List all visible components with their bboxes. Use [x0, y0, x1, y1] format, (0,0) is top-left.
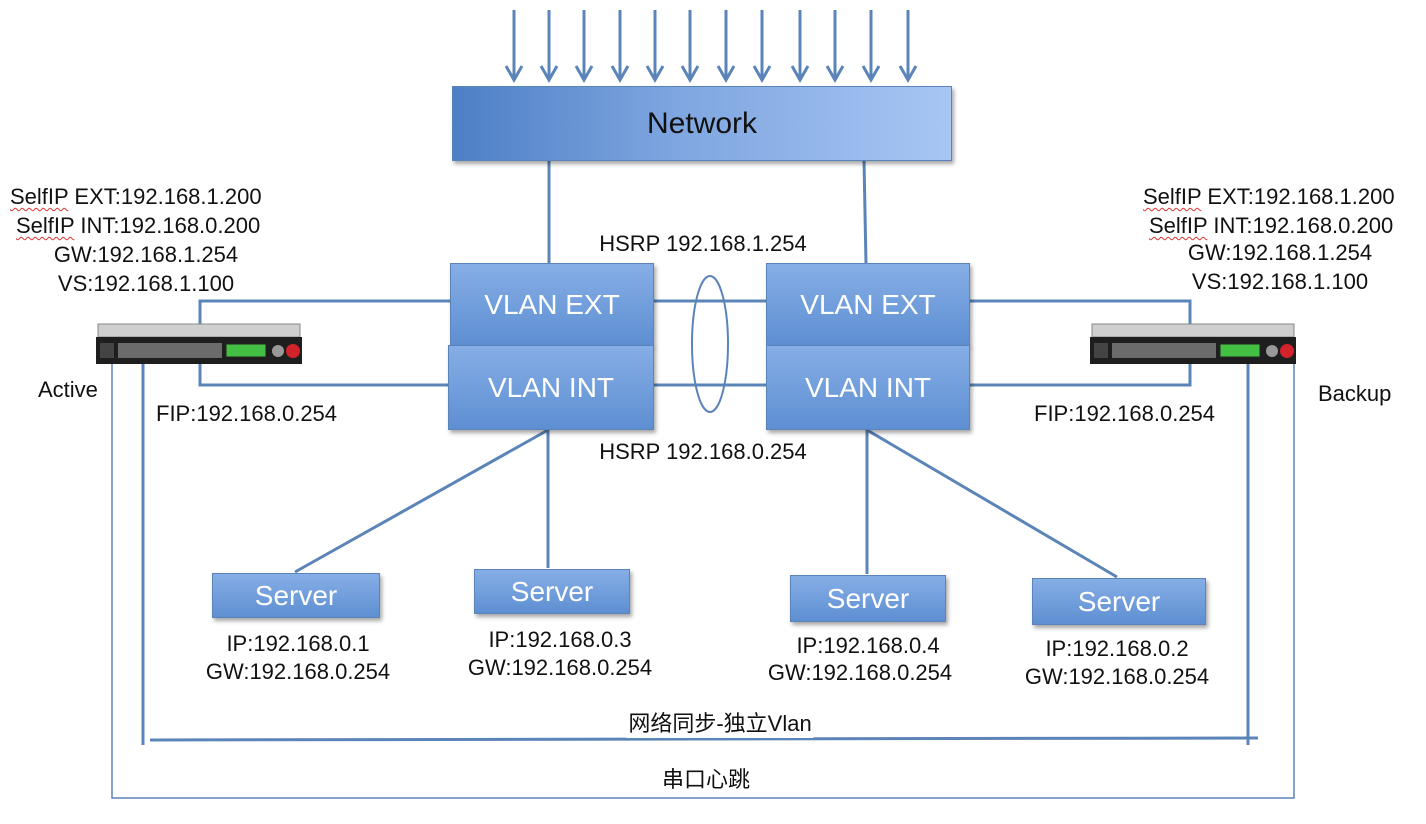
right-vs: VS:192.168.1.100 — [1191, 269, 1369, 294]
down-arrow-head — [539, 65, 559, 84]
server-3-gw: GW:192.168.0.254 — [467, 655, 653, 680]
right-selfip-ext: SelfIP EXT:192.168.1.200 — [1143, 183, 1395, 211]
serial-heartbeat-label: 串口心跳 — [661, 767, 751, 792]
down-arrow-head — [574, 65, 594, 84]
server-label: Server — [826, 582, 910, 614]
left-selfip-int: SelfIP INT:192.168.0.200 — [16, 212, 260, 240]
link-backup-ext — [968, 299, 1192, 325]
server-4-gw: GW:192.168.0.254 — [767, 660, 953, 685]
backup-label: Backup — [1318, 381, 1392, 406]
down-arrow-head — [790, 65, 810, 84]
vlan-ext-right: VLAN EXT — [766, 263, 970, 346]
selfip-prefix: SelfIP — [1143, 184, 1202, 209]
link-server-2 — [866, 428, 1118, 579]
left-gw: GW:192.168.1.254 — [53, 242, 239, 267]
vlan-ext-label: VLAN EXT — [800, 288, 936, 320]
vlan-ext-label: VLAN EXT — [484, 288, 620, 320]
selfip-prefix: SelfIP — [10, 184, 69, 209]
network-label: Network — [646, 106, 758, 140]
hsrp-ext-label: HSRP 192.168.1.254 — [599, 231, 807, 256]
down-arrow-head — [680, 65, 700, 84]
server-box-4: Server — [790, 575, 946, 622]
server-2-gw: GW:192.168.0.254 — [1024, 664, 1210, 689]
server-1-ip: IP:192.168.0.1 — [226, 631, 370, 656]
server-3-ip: IP:192.168.0.3 — [488, 627, 632, 652]
server-label: Server — [254, 579, 338, 611]
server-2-ip: IP:192.168.0.2 — [1045, 636, 1189, 661]
hsrp-int-label: HSRP 192.168.0.254 — [599, 439, 807, 464]
left-selfip-ext: SelfIP EXT:192.168.1.200 — [10, 183, 262, 211]
server-box-3: Server — [474, 569, 630, 614]
right-selfip-int: SelfIP INT:192.168.0.200 — [1149, 212, 1393, 240]
down-arrow-head — [645, 65, 665, 84]
link-server-1 — [294, 428, 549, 574]
link-network-right — [862, 159, 868, 265]
selfip-ext-value: EXT:192.168.1.200 — [68, 184, 262, 209]
connection-lines — [141, 159, 1259, 745]
down-arrow-head — [610, 65, 630, 84]
f5-bigip-appliance-icon — [96, 323, 302, 364]
link-backup-int — [968, 362, 1192, 387]
server-label: Server — [1077, 585, 1161, 617]
f5-bigip-appliance-icon — [1090, 323, 1296, 364]
link-active-int — [198, 362, 450, 387]
left-fip: FIP:192.168.0.254 — [156, 401, 338, 426]
link-active-ext — [198, 299, 450, 325]
selfip-prefix: SelfIP — [16, 213, 75, 238]
down-arrow-head — [825, 65, 845, 84]
server-label: Server — [510, 575, 594, 607]
selfip-int-value: INT:192.168.0.200 — [1207, 213, 1394, 238]
vlan-int-label: VLAN INT — [804, 371, 932, 403]
vlan-int-label: VLAN INT — [487, 371, 615, 403]
server-box-2: Server — [1032, 578, 1206, 625]
down-arrow-head — [716, 65, 736, 84]
down-arrow-head — [752, 65, 772, 84]
down-arrow-head — [504, 65, 524, 84]
server-4-ip: IP:192.168.0.4 — [796, 633, 940, 658]
down-arrow-head — [861, 65, 881, 84]
link-network-sync — [149, 736, 1259, 742]
server-box-1: Server — [212, 573, 380, 618]
vlan-int-left: VLAN INT — [448, 345, 654, 430]
link-serial-heartbeat — [111, 362, 1295, 799]
vlan-int-right: VLAN INT — [766, 345, 970, 430]
left-vs: VS:192.168.1.100 — [57, 271, 235, 296]
selfip-prefix: SelfIP — [1149, 213, 1208, 238]
selfip-ext-value: EXT:192.168.1.200 — [1201, 184, 1395, 209]
down-arrow-head — [898, 65, 918, 84]
right-gw: GW:192.168.1.254 — [1187, 240, 1373, 265]
incoming-arrows — [504, 10, 918, 84]
hsrp-group-ellipse — [691, 275, 729, 413]
network-box: Network — [452, 86, 952, 161]
selfip-int-value: INT:192.168.0.200 — [74, 213, 261, 238]
server-1-gw: GW:192.168.0.254 — [205, 659, 391, 684]
network-sync-label: 网络同步-独立Vlan — [626, 710, 814, 738]
vlan-ext-left: VLAN EXT — [450, 263, 654, 346]
right-fip: FIP:192.168.0.254 — [1034, 401, 1216, 426]
active-label: Active — [38, 377, 98, 402]
